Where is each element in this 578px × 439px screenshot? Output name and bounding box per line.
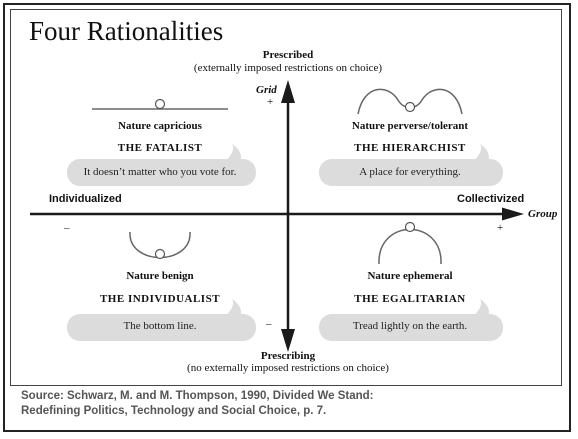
axis-bottom-label: Prescribing (260, 350, 316, 362)
group-axis-name: Group (528, 208, 558, 220)
nature-ephemeral-icon (378, 221, 442, 265)
diagram-panel (10, 9, 562, 386)
diagram-title: Four Rationalities (29, 16, 224, 46)
speech-bubble-fatalist (67, 144, 256, 186)
speech-bubble-egalitarian (319, 299, 503, 341)
nature-benign-label: Nature benign (126, 270, 194, 282)
source-line-1: Source: Schwarz, M. and M. Thompson, 199… (21, 390, 374, 402)
grid-minus-sign: – (266, 318, 272, 330)
individualist-heading: THE INDIVIDUALIST (99, 293, 221, 305)
egalitarian-heading: THE EGALITARIAN (354, 293, 466, 305)
hierarchist-quote: A place for everything. (359, 166, 461, 178)
axis-top-label: Prescribed (262, 49, 314, 61)
speech-bubble-individualist (67, 299, 256, 341)
nature-perverse-tolerant-label: Nature perverse/tolerant (351, 120, 469, 132)
nature-capricious-icon (92, 98, 228, 110)
nature-capricious-label: Nature capricious (118, 120, 202, 132)
vertical-axis (281, 80, 295, 352)
source-citation: Source: Schwarz, M. and M. Thompson, 199… (21, 389, 374, 419)
fatalist-heading: THE FATALIST (117, 142, 203, 154)
speech-bubble-hierarchist (319, 144, 503, 186)
grid-axis-name: Grid (256, 84, 277, 96)
hierarchist-heading: THE HIERARCHIST (354, 142, 466, 154)
axis-left-label: Individualized (49, 193, 122, 205)
grid-plus-sign: + (267, 96, 274, 108)
group-plus-sign: + (497, 222, 504, 234)
nature-benign-icon (129, 231, 191, 260)
axis-top-sublabel: (externally imposed restrictions on choi… (193, 62, 383, 74)
nature-ephemeral-label: Nature ephemeral (367, 270, 453, 282)
group-minus-sign: – (64, 222, 70, 234)
axis-right-label: Collectivized (457, 193, 525, 205)
source-line-2: Redefining Politics, Technology and Soci… (21, 405, 327, 417)
nature-perverse-tolerant-icon (357, 88, 463, 115)
individualist-quote: The bottom line. (123, 320, 197, 332)
egalitarian-quote: Tread lightly on the earth. (352, 320, 468, 332)
axis-bottom-sublabel: (no externally imposed restrictions on c… (187, 362, 389, 374)
fatalist-quote: It doesn’t matter who you vote for. (83, 166, 237, 178)
horizontal-axis (30, 207, 524, 221)
